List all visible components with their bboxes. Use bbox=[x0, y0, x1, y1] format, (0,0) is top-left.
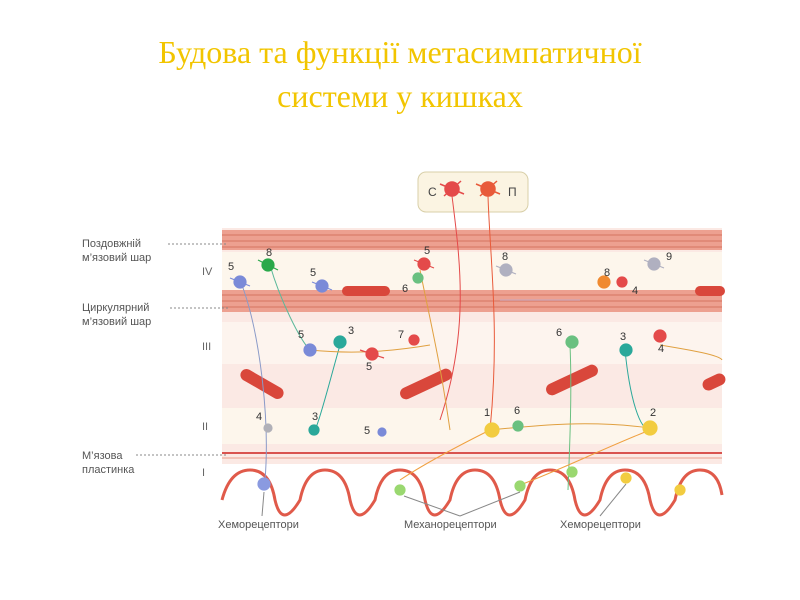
neuron-4c-icon bbox=[263, 423, 273, 433]
num-5b: 5 bbox=[310, 267, 316, 279]
num-4a: 4 bbox=[632, 285, 638, 297]
label-circular-1: Циркулярний bbox=[82, 302, 149, 314]
parasympathetic-label: П bbox=[508, 185, 517, 199]
numeral-iv: IV bbox=[202, 266, 213, 278]
title-line-1: Будова та функції метасимпатичної bbox=[158, 34, 642, 70]
neuron-5c-icon bbox=[413, 257, 435, 271]
numeral-i: I bbox=[202, 467, 205, 479]
slide-title: Будова та функції метасимпатичної систем… bbox=[0, 30, 800, 118]
parasympathetic-neuron-icon bbox=[475, 180, 501, 197]
num-1: 1 bbox=[484, 407, 490, 419]
neuron-4b-icon bbox=[653, 329, 667, 343]
neuron-2-icon bbox=[642, 420, 658, 436]
neuron-5b-icon bbox=[311, 279, 333, 293]
num-5e: 5 bbox=[366, 361, 372, 373]
num-3b: 3 bbox=[620, 331, 626, 343]
label-chemoreceptors-right: Хеморецептори bbox=[560, 519, 641, 531]
neuron-6b-icon bbox=[565, 335, 579, 349]
neuron-number-labels: 8 5 5 5 6 8 8 4 9 5 3 7 5 6 3 4 4 3 5 1 … bbox=[228, 245, 672, 437]
num-6b: 6 bbox=[556, 327, 562, 339]
neuron-5e-icon bbox=[359, 347, 385, 361]
chemoreceptor-left-icon bbox=[257, 477, 271, 491]
sympathetic-neuron-icon bbox=[439, 180, 465, 197]
numeral-iii: III bbox=[202, 341, 211, 353]
label-muscularis-2: пластинка bbox=[82, 464, 135, 476]
neuron-8a-icon bbox=[257, 258, 279, 272]
label-chemoreceptors-left: Хеморецептори bbox=[218, 519, 299, 531]
neuron-8c-icon bbox=[597, 275, 611, 289]
neuron-3b-icon bbox=[619, 343, 633, 357]
neuron-5a-icon bbox=[229, 275, 251, 289]
num-8a: 8 bbox=[266, 247, 272, 259]
num-3a: 3 bbox=[348, 325, 354, 337]
gut-wall-layers bbox=[222, 228, 722, 464]
num-2: 2 bbox=[650, 407, 656, 419]
num-7: 7 bbox=[398, 329, 404, 341]
neuron-6c-icon bbox=[512, 420, 524, 432]
num-4c: 4 bbox=[256, 411, 262, 423]
num-6a: 6 bbox=[402, 283, 408, 295]
plexus-band-ii bbox=[222, 408, 722, 444]
label-longitudinal-1: Поздовжній bbox=[82, 238, 141, 250]
neuron-7-icon bbox=[408, 334, 420, 346]
layer-numerals: IV III II I bbox=[202, 266, 213, 479]
circular-muscle-band bbox=[222, 290, 722, 312]
neuron-8b-icon bbox=[495, 263, 517, 277]
num-8b: 8 bbox=[502, 251, 508, 263]
numeral-ii: II bbox=[202, 421, 208, 433]
num-4b: 4 bbox=[658, 343, 664, 355]
neuron-9-icon bbox=[643, 257, 665, 271]
label-longitudinal-2: м’язовий шар bbox=[82, 252, 151, 264]
label-circular-2: м’язовий шар bbox=[82, 316, 151, 328]
title-line-2: системи у кишках bbox=[277, 78, 523, 114]
longitudinal-muscle-band bbox=[222, 230, 722, 250]
num-5a: 5 bbox=[228, 261, 234, 273]
num-5f: 5 bbox=[364, 425, 370, 437]
layer-labels: Поздовжній м’язовий шар Циркулярний м’яз… bbox=[82, 238, 228, 476]
num-3c: 3 bbox=[312, 411, 318, 423]
neuron-5d-icon bbox=[303, 343, 317, 357]
mucosa-villi bbox=[220, 468, 724, 517]
num-5c: 5 bbox=[424, 245, 430, 257]
blood-vessels bbox=[240, 286, 726, 400]
submucosal-plexus-band-iii bbox=[222, 322, 722, 364]
neuron-5f-icon bbox=[377, 427, 387, 437]
num-5d: 5 bbox=[298, 329, 304, 341]
num-9: 9 bbox=[666, 251, 672, 263]
chemoreceptor-right-icon bbox=[620, 472, 686, 496]
mechanoreceptor-icon bbox=[394, 466, 578, 496]
num-6c: 6 bbox=[514, 405, 520, 417]
label-muscularis-1: М’язова bbox=[82, 450, 123, 462]
num-8c: 8 bbox=[604, 267, 610, 279]
receptor-labels: Хеморецептори Механорецептори Хеморецепт… bbox=[218, 483, 641, 531]
neuron-6a-icon bbox=[412, 272, 424, 284]
neuron-3c-icon bbox=[308, 424, 320, 436]
cns-box: С П bbox=[417, 171, 529, 213]
myenteric-plexus-band-iv bbox=[222, 252, 722, 290]
label-mechanoreceptors: Механорецептори bbox=[404, 519, 497, 531]
sympathetic-label: С bbox=[428, 185, 437, 199]
neurons bbox=[229, 257, 686, 496]
neuron-1-icon bbox=[484, 422, 500, 438]
neuron-4a-icon bbox=[616, 276, 628, 288]
neuron-3a-icon bbox=[333, 335, 347, 349]
